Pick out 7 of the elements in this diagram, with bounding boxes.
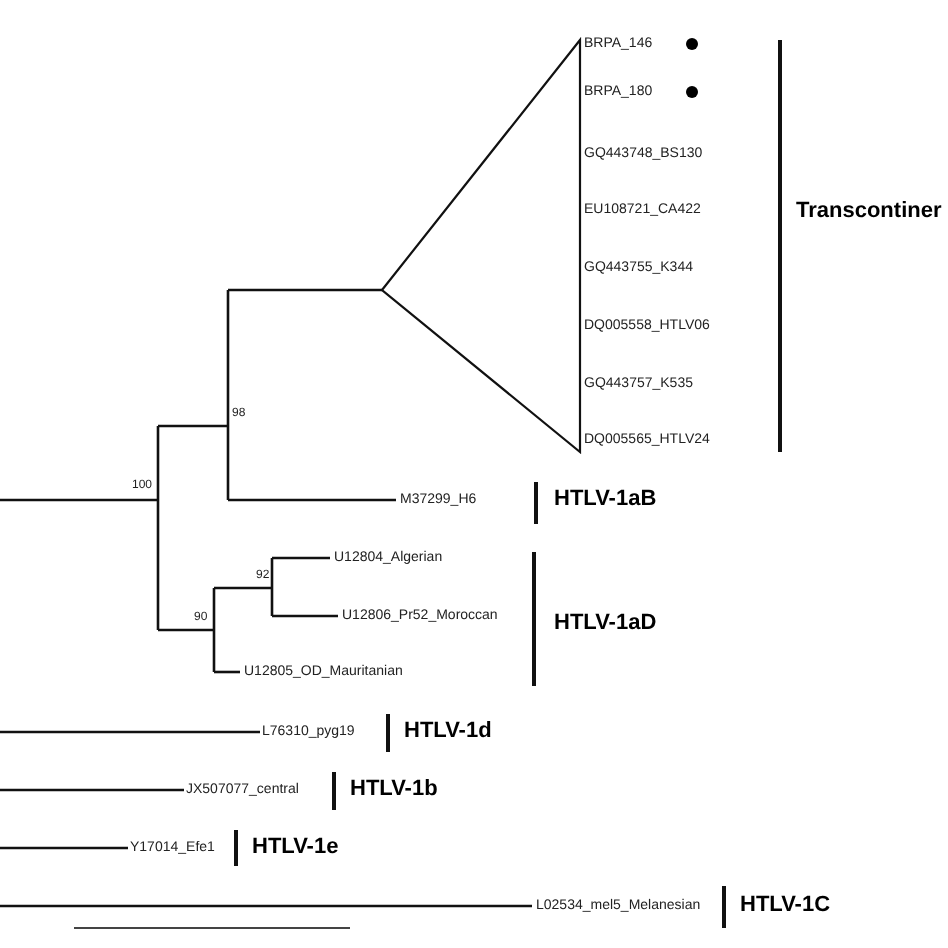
clade-label: Transcontiner (796, 201, 942, 223)
clade-label: HTLV-1e (252, 837, 339, 859)
clade-label: HTLV-1d (404, 721, 492, 743)
clade-label: HTLV-1C (740, 895, 831, 917)
clade-label: HTLV-1b (350, 779, 438, 801)
clade-label: HTLV-1aD (554, 613, 657, 635)
clade-label: HTLV-1aB (554, 489, 657, 511)
